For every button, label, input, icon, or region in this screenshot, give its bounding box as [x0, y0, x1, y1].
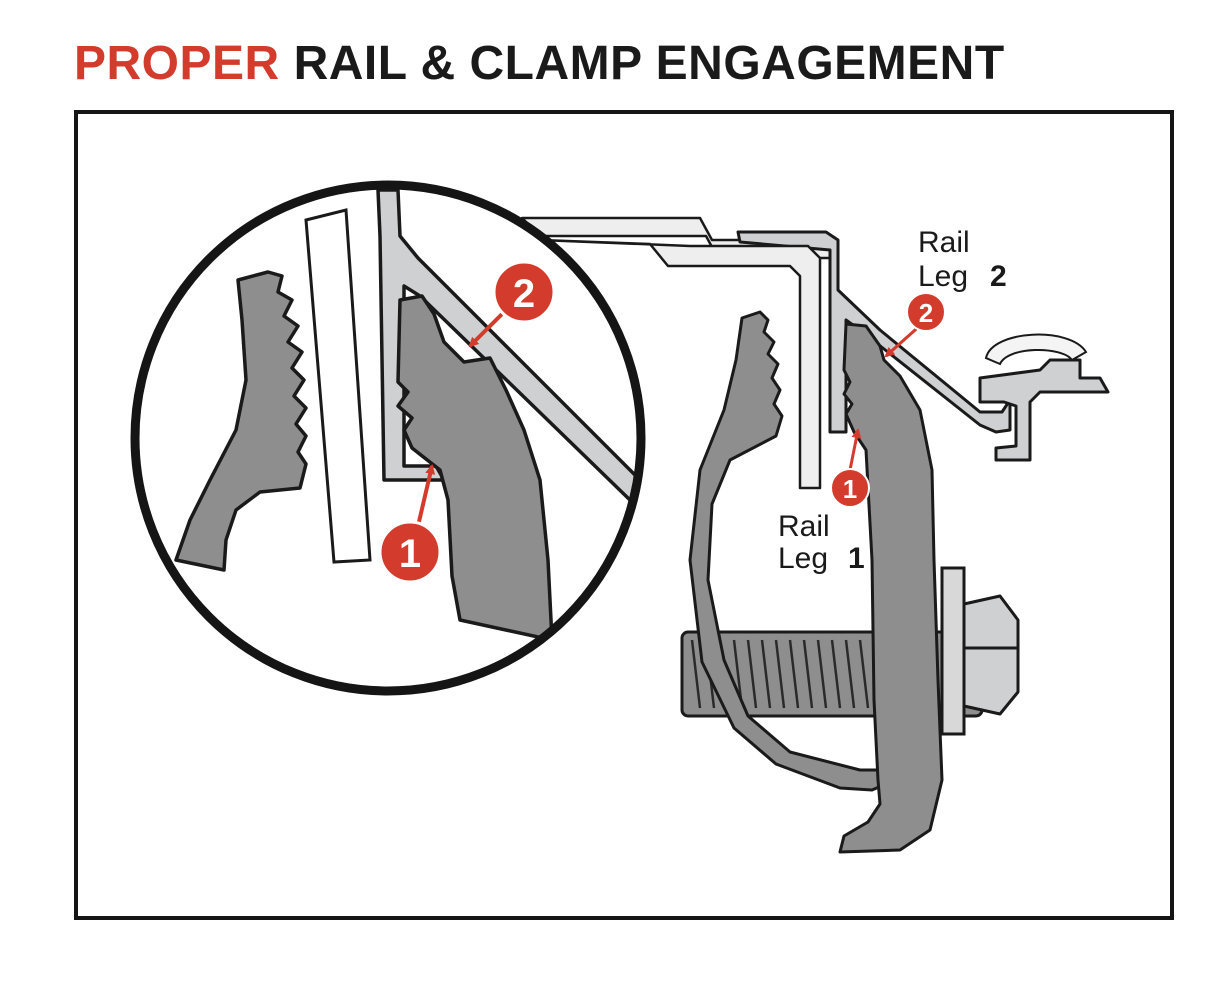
clamp-jaw-left [688, 310, 888, 792]
diagram-frame [74, 110, 1174, 920]
detail-rail-leg-1 [304, 208, 372, 564]
rail-leg-2-number: 2 [990, 260, 1007, 293]
washer [940, 566, 966, 736]
rail-leg-2-word1: Rail [918, 226, 970, 259]
rail-leg-2-label: Rail Leg 2 [918, 226, 1007, 293]
title-accent: PROPER [74, 37, 280, 90]
detail-callout-1-number: 1 [399, 532, 421, 576]
magnified-detail [130, 180, 646, 696]
callout-1-number: 1 [843, 474, 857, 504]
rail-leg-1-word1: Rail [778, 510, 830, 543]
rail-end-fitting [978, 358, 1110, 462]
rail-mid-web [538, 238, 822, 490]
rail-leg-1-number: 1 [848, 542, 865, 575]
detail-callout-2-number: 2 [513, 272, 535, 316]
page-title: PROPER RAIL & CLAMP ENGAGEMENT [74, 36, 1005, 92]
detail-jaw-right [396, 294, 554, 642]
detail-rail-leg-2 [376, 188, 641, 502]
rail-leg-1-label: Rail Leg 1 [778, 510, 865, 575]
clamp-jaw-right [838, 322, 944, 854]
detail-jaw-left [174, 270, 308, 572]
rail-leg-1-word2: Leg [778, 542, 828, 575]
callout-2: 2 [884, 292, 946, 358]
callout-1: 1 [830, 428, 870, 508]
title-rest: RAIL & CLAMP ENGAGEMENT [293, 37, 1005, 90]
rubber-seal [984, 333, 1088, 366]
detail-callout-1: 1 [378, 464, 442, 584]
rail-leg-2-word2: Leg [918, 260, 968, 293]
detail-callout-2: 2 [468, 260, 556, 348]
callout-2-number: 2 [919, 298, 933, 328]
rail-upper-profile [736, 230, 1012, 434]
hex-nut [962, 594, 1020, 716]
